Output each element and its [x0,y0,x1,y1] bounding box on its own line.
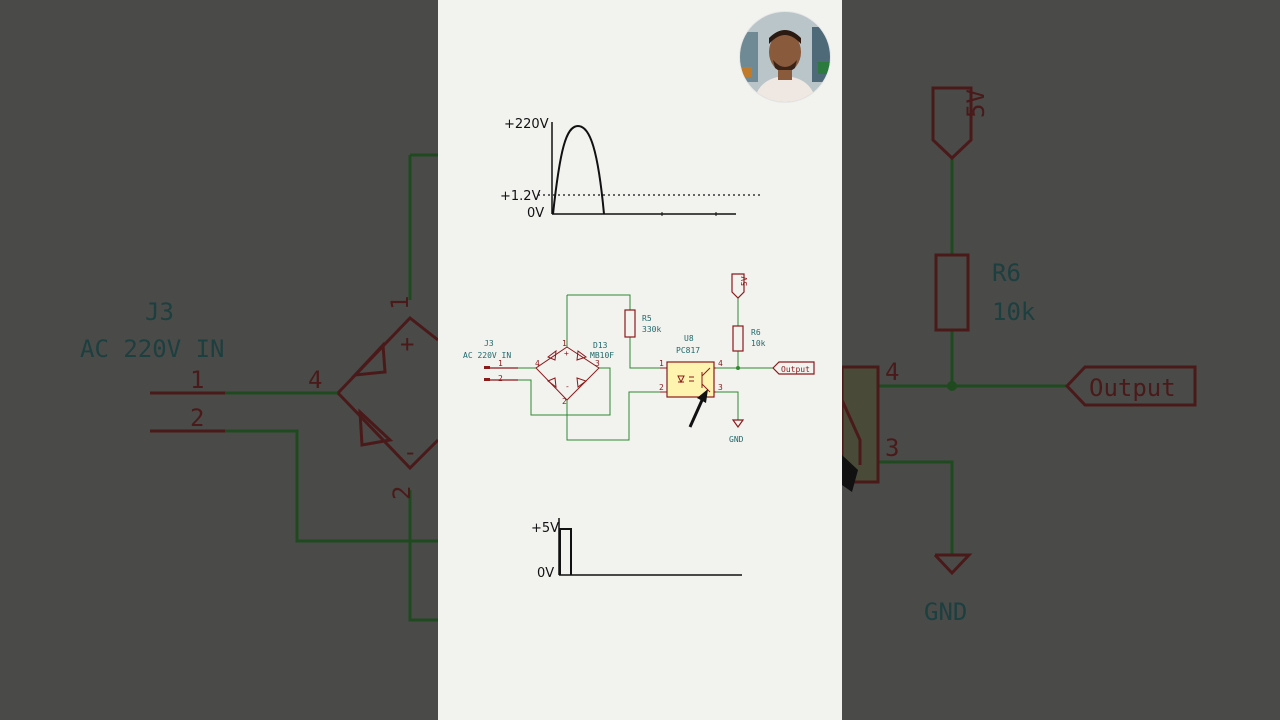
opto-ref: U8 [684,334,694,343]
bg-pin-2: 2 [190,404,204,432]
peak-voltage-label: +220V [504,117,549,132]
output-flag [772,361,815,375]
opto-pin-1: 1 [659,359,664,368]
bg-supply-label: 5V [962,89,990,118]
threshold-voltage-label: +1.2V [500,189,541,204]
bg-opto-pin-3: 3 [885,434,899,462]
r6-resistor-symbol [732,325,744,352]
bg-connector-value: AC 220V IN [80,335,225,363]
r5-value: 330k [642,325,661,334]
optocoupler-schematic: J3 AC 220V IN 1 2 D13 MB10F + - 4 3 1 2 … [463,273,815,444]
supply-flag [731,273,745,299]
connector-value: AC 220V IN [463,351,511,360]
bridge-pin-3: 3 [595,359,600,368]
content-panel: +220V +1.2V 0V [438,0,842,720]
ground-label: GND [729,435,744,444]
opto-value: PC817 [676,346,700,355]
digital-output-graph: +5V 0V [531,518,742,581]
r6-ref: R6 [751,328,761,337]
ground-symbol [731,419,745,429]
bg-bridge-minus: - [403,438,417,466]
connector-pin-2: 2 [498,374,503,383]
r5-resistor-symbol [624,309,636,338]
low-voltage-label: 0V [537,566,554,581]
bridge-minus: - [565,382,570,391]
bridge-value: MB10F [590,351,614,360]
opto-pin-2: 2 [659,383,664,392]
bg-r6-value: 10k [992,298,1036,326]
bg-gnd-label: GND [924,598,967,626]
bridge-pin-4: 4 [535,359,540,368]
supply-label: 5V [740,276,749,286]
annotation-arrow [688,397,705,428]
opto-pin-4: 4 [718,359,723,368]
bg-bridge-pin-4: 4 [308,366,322,394]
connector-ref: J3 [484,339,494,348]
ac-half-wave-graph: +220V +1.2V 0V [500,117,760,221]
bridge-pin-2: 2 [562,397,567,406]
bg-bridge-plus: + [400,330,414,358]
connector-pin-1: 1 [498,359,503,368]
bg-output-label: Output [1089,374,1176,402]
bridge-plus: + [564,349,569,358]
output-label: Output [781,365,810,374]
bridge-ref: D13 [593,341,608,350]
bg-connector-ref: J3 [145,298,174,326]
presenter-avatar [739,11,831,103]
zero-voltage-label: 0V [527,206,544,221]
bg-r6-ref: R6 [992,259,1021,287]
bg-opto-pin-4: 4 [885,358,899,386]
bg-pin-1: 1 [190,366,204,394]
bg-bridge-pin-1: 1 [386,296,414,310]
r5-ref: R5 [642,314,652,323]
r6-value: 10k [751,339,766,348]
bridge-pin-1: 1 [562,339,567,348]
high-voltage-label: +5V [531,521,559,536]
opto-pin-3: 3 [718,383,723,392]
bg-bridge-pin-2: 2 [388,486,416,500]
